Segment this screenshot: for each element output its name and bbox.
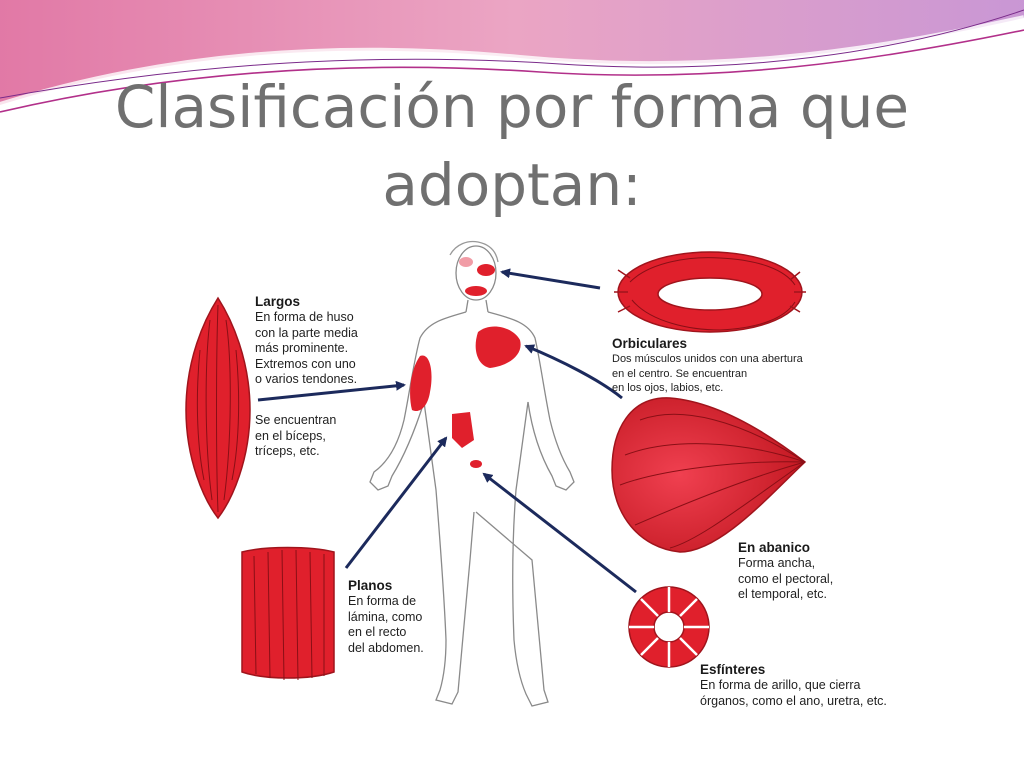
face-mouth-muscle xyxy=(465,286,487,296)
esfinteres-description: En forma de arillo, que cierra órganos, … xyxy=(700,678,887,708)
slide-title-line-1: Clasificación por forma que xyxy=(114,73,910,141)
slide-title: Clasificación por forma que adoptan: xyxy=(62,68,962,224)
label-esfinteres: Esfínteres En forma de arillo, que cierr… xyxy=(700,662,940,709)
largos-name: Largos xyxy=(255,294,301,309)
label-orbiculares: Orbiculares Dos músculos unidos con una … xyxy=(612,336,842,396)
biceps-muscle-mark xyxy=(410,355,432,412)
arrow-to-biceps xyxy=(257,380,406,402)
slide-title-line-2: adoptan: xyxy=(382,151,642,219)
face-eye-muscle xyxy=(477,264,495,276)
planos-description: En forma de lámina, como en el recto del… xyxy=(348,594,424,655)
diagram-arrows xyxy=(257,268,637,594)
arrow-to-abdomen xyxy=(344,436,448,569)
arrow-to-pectoral xyxy=(524,344,623,400)
abanico-description: Forma ancha, como el pectoral, el tempor… xyxy=(738,556,834,601)
largos-note: Se encuentran en el bíceps, tríceps, etc… xyxy=(255,413,337,458)
largos-description: En forma de huso con la parte media más … xyxy=(255,310,358,386)
sphincter-muscle-mark xyxy=(470,460,482,468)
planos-name: Planos xyxy=(348,578,393,593)
arrow-to-sphincter xyxy=(482,472,637,594)
orbiculares-description: Dos músculos unidos con una abertura en … xyxy=(612,353,803,394)
arrow-to-face xyxy=(500,268,601,290)
label-largos-note: Se encuentran en el bíceps, tríceps, etc… xyxy=(255,413,385,460)
esfinteres-name: Esfínteres xyxy=(700,662,766,677)
pectoral-muscle-mark xyxy=(475,326,521,368)
abanico-muscle-illustration xyxy=(611,397,807,553)
orbiculares-name: Orbiculares xyxy=(612,336,688,351)
human-body-figure xyxy=(369,240,575,707)
largos-muscle-illustration xyxy=(185,296,251,520)
orbiculares-muscle-illustration xyxy=(614,251,806,333)
abdomen-muscle-mark xyxy=(452,412,474,448)
esfinteres-muscle-illustration xyxy=(628,586,710,668)
label-largos: Largos En forma de huso con la parte med… xyxy=(255,294,405,388)
label-planos: Planos En forma de lámina, como en el re… xyxy=(348,578,468,656)
abanico-name: En abanico xyxy=(738,540,811,555)
planos-muscle-illustration xyxy=(241,546,335,681)
label-abanico: En abanico Forma ancha, como el pectoral… xyxy=(738,540,888,603)
face-forehead-muscle xyxy=(459,257,473,267)
